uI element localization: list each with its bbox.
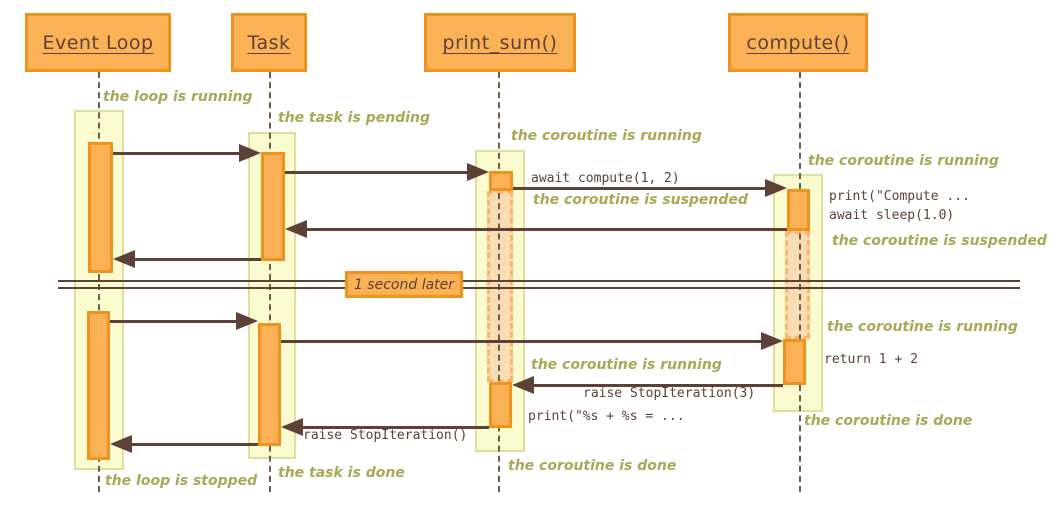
arrow-head-printsum-to-task bbox=[281, 418, 303, 436]
arrow-head-printsum-to-compute bbox=[765, 179, 787, 197]
activation-task-2 bbox=[258, 323, 281, 446]
message-return-value: return 1 + 2 bbox=[824, 352, 918, 367]
arrow-line-task-to-compute bbox=[281, 340, 761, 343]
participant-label: Task bbox=[247, 31, 291, 54]
participant-print-sum: print_sum() bbox=[424, 13, 576, 72]
activation-compute-1 bbox=[787, 189, 810, 231]
activation-print-sum-1 bbox=[489, 171, 513, 191]
arrow-line-compute-to-task bbox=[299, 228, 787, 231]
message-raise-stopiteration-3: raise StopIteration(3) bbox=[583, 386, 756, 401]
divider-label: 1 second later bbox=[353, 276, 455, 293]
arrow-line-task-to-printsum-1 bbox=[285, 171, 467, 174]
participant-label: print_sum() bbox=[442, 31, 558, 54]
note-compute-running-1: the coroutine is running bbox=[808, 153, 999, 169]
note-printsum-done: the coroutine is done bbox=[508, 458, 677, 474]
note-task-done: the task is done bbox=[278, 465, 405, 481]
arrow-head-loop-to-task-1 bbox=[239, 144, 261, 162]
participant-label: Event Loop bbox=[42, 31, 154, 54]
lifeline-event-loop bbox=[98, 72, 100, 492]
activation-compute-2 bbox=[783, 339, 806, 385]
lifeline-task bbox=[269, 72, 271, 492]
suspended-bar-print-sum bbox=[487, 191, 513, 382]
activation-task-1 bbox=[261, 152, 285, 261]
note-compute-running-2: the coroutine is running bbox=[827, 319, 1018, 335]
activation-event-loop-1 bbox=[88, 142, 113, 273]
lifeline-compute bbox=[799, 72, 801, 492]
arrow-line-task-to-loop-2 bbox=[124, 443, 258, 446]
divider-box: 1 second later bbox=[345, 271, 463, 298]
divider-line-bottom bbox=[58, 287, 1020, 289]
message-await-compute: await compute(1, 2) bbox=[531, 171, 680, 186]
arrow-head-task-to-loop-1 bbox=[113, 250, 135, 268]
message-raise-stopiteration: raise StopIteration() bbox=[303, 428, 468, 443]
suspended-bar-compute bbox=[785, 231, 810, 339]
arrow-head-task-to-loop-2 bbox=[110, 435, 132, 453]
arrow-line-printsum-to-task bbox=[295, 426, 489, 429]
arrow-line-task-to-loop-1 bbox=[127, 258, 261, 261]
message-print-result: print("%s + %s = ... bbox=[528, 409, 685, 424]
arrow-head-compute-to-task bbox=[285, 220, 307, 238]
note-loop-stopped: the loop is stopped bbox=[105, 473, 258, 489]
note-compute-suspended: the coroutine is suspended bbox=[832, 233, 1047, 249]
message-await-sleep: await sleep(1.0) bbox=[829, 208, 955, 223]
note-printsum-suspended: the coroutine is suspended bbox=[533, 192, 748, 208]
participant-task: Task bbox=[231, 13, 307, 72]
arrow-head-task-to-compute bbox=[761, 332, 783, 350]
participant-compute: compute() bbox=[728, 13, 868, 72]
arrow-head-loop-to-task-2 bbox=[236, 312, 258, 330]
note-printsum-running-2: the coroutine is running bbox=[531, 357, 722, 373]
lifeline-print-sum bbox=[498, 72, 500, 492]
note-loop-running: the loop is running bbox=[103, 89, 253, 105]
arrow-line-printsum-to-compute bbox=[513, 187, 765, 190]
message-print-compute: print("Compute ... bbox=[829, 189, 970, 204]
note-task-pending: the task is pending bbox=[278, 110, 430, 126]
activation-event-loop-2 bbox=[87, 311, 110, 460]
participant-label: compute() bbox=[746, 31, 850, 54]
arrow-head-compute-to-printsum bbox=[512, 376, 534, 394]
arrow-line-compute-to-printsum bbox=[526, 384, 783, 387]
arrow-line-loop-to-task-2 bbox=[110, 320, 236, 323]
arrow-head-task-to-printsum-1 bbox=[467, 163, 489, 181]
divider-line-top bbox=[58, 280, 1020, 282]
arrow-line-loop-to-task-1 bbox=[113, 152, 239, 155]
participant-event-loop: Event Loop bbox=[25, 13, 171, 72]
note-printsum-running-1: the coroutine is running bbox=[511, 128, 702, 144]
note-compute-done: the coroutine is done bbox=[804, 413, 973, 429]
activation-print-sum-2 bbox=[489, 382, 512, 428]
